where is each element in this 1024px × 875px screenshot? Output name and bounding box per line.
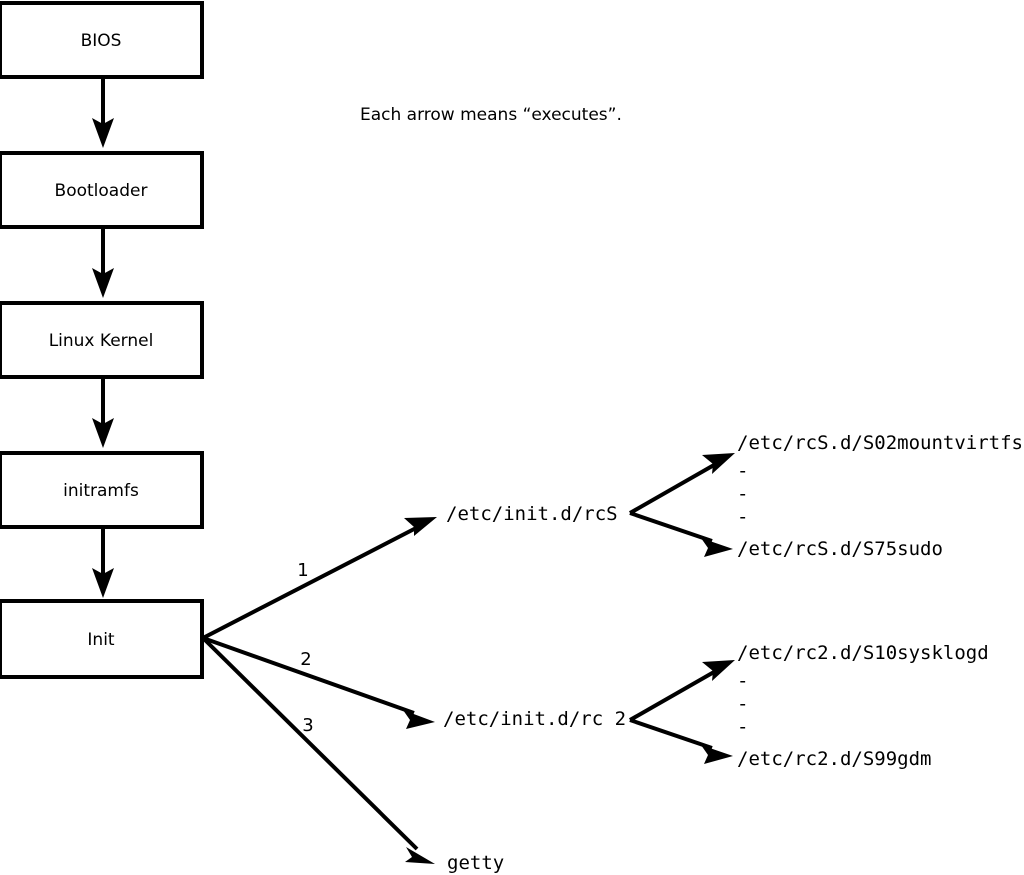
label-etc-init-d-rcs[interactable]: /etc/init.d/rcS bbox=[446, 503, 618, 525]
edge-rc2-to-first-script bbox=[629, 660, 735, 722]
label-rc2-script-last[interactable]: /etc/rc2.d/S99gdm bbox=[737, 748, 931, 770]
node-linux-kernel[interactable]: Linux Kernel bbox=[0, 301, 204, 379]
edge-initramfs-to-init bbox=[92, 527, 114, 598]
edge-bios-to-bootloader bbox=[92, 77, 114, 148]
node-bootloader-label: Bootloader bbox=[55, 181, 148, 201]
branch-number-2: 2 bbox=[300, 649, 311, 670]
rc2-ellipsis-dash-1: - bbox=[737, 670, 748, 692]
node-bios-label: BIOS bbox=[81, 31, 122, 51]
node-linux-kernel-label: Linux Kernel bbox=[49, 331, 154, 351]
node-bootloader[interactable]: Bootloader bbox=[0, 151, 204, 229]
label-rcs-script-last[interactable]: /etc/rcS.d/S75sudo bbox=[737, 538, 943, 560]
node-init[interactable]: Init bbox=[0, 599, 204, 679]
rcs-ellipsis-dash-1: - bbox=[737, 460, 748, 482]
edge-rcs-to-last-script bbox=[629, 511, 733, 557]
rc2-ellipsis-dash-3: - bbox=[737, 716, 748, 738]
node-initramfs-label: initramfs bbox=[63, 481, 139, 501]
edge-rc2-to-last-script bbox=[629, 718, 733, 764]
edge-init-branch-1 bbox=[202, 517, 437, 640]
branch-number-1: 1 bbox=[297, 560, 308, 581]
label-rcs-script-first[interactable]: /etc/rcS.d/S02mountvirtfs bbox=[737, 432, 1023, 454]
branch-number-3: 3 bbox=[302, 715, 313, 736]
node-init-label: Init bbox=[87, 630, 115, 650]
edge-bootloader-to-kernel bbox=[92, 227, 114, 298]
label-etc-init-d-rc2[interactable]: /etc/init.d/rc 2 bbox=[443, 708, 626, 730]
edge-init-branch-2 bbox=[202, 636, 435, 729]
edge-rcs-to-first-script bbox=[629, 453, 735, 515]
rcs-ellipsis-dash-3: - bbox=[737, 506, 748, 528]
node-bios[interactable]: BIOS bbox=[0, 1, 204, 79]
node-initramfs[interactable]: initramfs bbox=[0, 451, 204, 529]
edge-init-branch-3 bbox=[201, 636, 435, 864]
label-getty[interactable]: getty bbox=[447, 852, 504, 874]
rc2-ellipsis-dash-2: - bbox=[737, 693, 748, 715]
edge-kernel-to-initramfs bbox=[92, 377, 114, 448]
legend-note: Each arrow means “executes”. bbox=[360, 105, 622, 125]
label-rc2-script-first[interactable]: /etc/rc2.d/S10sysklogd bbox=[737, 642, 989, 664]
rcs-ellipsis-dash-2: - bbox=[737, 483, 748, 505]
